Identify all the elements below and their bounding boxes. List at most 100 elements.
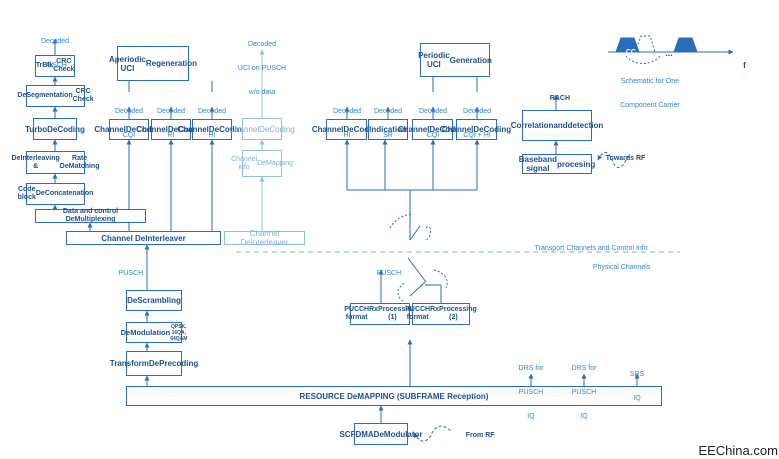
periodic-decoded-hi-label: Decoded HI	[333, 92, 361, 156]
label-line: CQI + HI	[463, 132, 491, 139]
aperiodic-channel-decoding-hi-box: Channel DeCoding	[177, 119, 247, 140]
label-line: Decoded	[462, 108, 492, 115]
label-line: CQI	[426, 132, 440, 139]
label-line: IQ	[633, 395, 641, 402]
box-line: DeCoding	[473, 125, 512, 134]
label-line: Physical Channels	[592, 264, 651, 271]
box-line: Channel	[177, 125, 209, 134]
transport-channels-label: Transport Channels and Control Info	[527, 237, 648, 261]
box-line: Channel DeInterleaver	[101, 233, 186, 243]
box-line: Periodic UCI	[418, 51, 450, 69]
aperiodic-decoded-hi-label: Decoded HI	[198, 92, 226, 156]
box-line: Turbo	[25, 124, 48, 134]
scfdma-demodulator-box: SCFDMA DeModulator	[339, 423, 423, 445]
label-line: IQ	[527, 413, 535, 420]
label-line: DRS for	[518, 365, 544, 372]
channel-deinterleaver-faded-box: Channel DeInterleaver	[224, 229, 305, 247]
ellipsis-label: ...	[655, 41, 673, 65]
resource-demapping-box: RESOURCE DeMAPPING (SUBFRAME Reception)	[126, 386, 662, 406]
channel-info-demapping-box: Channel info DeMapping	[231, 150, 293, 177]
label-line: PUSCH	[518, 389, 544, 396]
label-line: Decoded	[332, 108, 362, 115]
box-line: RESOURCE DeMAPPING (SUBFRAME Reception)	[299, 391, 489, 401]
periodic-decoded-cqi-hi-label: Decoded CQI + HI	[463, 92, 491, 156]
drs-right-label: DRS for PUSCH IQ	[572, 349, 597, 437]
box-line: DeCoding	[47, 124, 85, 134]
label-line: IQ	[580, 413, 588, 420]
label-line: CQI	[122, 132, 136, 139]
label-line: Decoded	[373, 108, 403, 115]
data-control-demultiplexing-box: Data and control DeMultiplexing	[35, 208, 146, 223]
label-line: Decoded	[114, 108, 144, 115]
trblk-crc-check-box: TrBlk CRC Check	[35, 55, 75, 77]
box-line: DeCoding	[343, 125, 382, 134]
box-line: Channel	[441, 125, 474, 134]
box-line: DeCoding	[167, 125, 206, 134]
physical-channels-label: Physical Channels	[585, 256, 651, 280]
pusch-left-label: PUSCH	[111, 262, 144, 286]
label-line: PUSCH	[571, 389, 597, 396]
label-line: DRS for	[571, 365, 597, 372]
box-line: CRC Check	[53, 58, 75, 73]
box-line: Channel	[94, 125, 126, 134]
aperiodic-uci-regeneration-box: Aperiodic UCI Regeneration	[109, 46, 197, 81]
aperiodic-channel-decoding-cqi-box: Channel DeCoding	[94, 119, 164, 140]
label-line: EEChina.com	[698, 443, 778, 458]
box-line: RxProcessing (1)	[369, 306, 416, 321]
decoded-uci-on-pusch-label: Decoded UCI on PUSCH w/o data	[238, 25, 286, 113]
label-line: ULSCH	[43, 62, 67, 69]
transform-deprecoding-box: Transform DePrecoding	[110, 351, 198, 376]
box-line: TrBlk	[35, 62, 54, 69]
box-line: Code block	[17, 186, 36, 201]
box-line: QPSK, 16QA, 64QAM	[170, 323, 188, 342]
label-line: RACH	[549, 95, 571, 102]
drs-left-label: DRS for PUSCH IQ	[519, 349, 544, 437]
box-line: Rate DeMatching	[59, 154, 100, 170]
box-line: Regeneration	[145, 59, 198, 68]
box-line: Data and control DeMultiplexing	[62, 208, 119, 223]
code-block-deconcatenation-box: Code block DeConcatenation	[18, 183, 93, 205]
label-line: Schematic for One	[621, 78, 679, 85]
box-line: DeModulator	[373, 429, 423, 439]
schematic-label: Schematic for One Component Carrier	[620, 62, 680, 126]
deinterleaving-rate-dematching-box: DeInterleaving & Rate DeMatching	[12, 151, 99, 174]
label-line: Decoded	[418, 108, 448, 115]
label-line: ...	[665, 48, 673, 58]
label-line: From RF	[465, 432, 495, 439]
box-line: CRC Check	[72, 88, 94, 103]
box-line: PUCCH format	[405, 306, 431, 321]
label-line: PUSCH	[376, 270, 402, 277]
turbo-decoding-box: Turbo DeCoding	[25, 118, 85, 140]
box-line: RxProcessing (2)	[430, 306, 477, 321]
eechina-watermark: EEChina.com	[684, 439, 778, 459]
box-line: Transform	[109, 359, 149, 368]
box-line: procesing	[557, 159, 596, 169]
periodic-decoded-cqi-label: Decoded CQI	[419, 92, 447, 156]
pucch-format-2-box: PUCCH format RxProcessing (2)	[405, 303, 477, 325]
label-line: Decoded	[247, 41, 277, 48]
periodic-channel-decoding-hi-box: Channel DeCoding	[312, 119, 381, 140]
label-line: HI	[208, 132, 216, 139]
box-line: Channel DeInterleaver	[240, 229, 289, 247]
label-line: RI	[167, 132, 175, 139]
cc-label: CC	[618, 41, 636, 65]
box-line: DeScrambling	[127, 296, 181, 305]
label-line: Component Carrier	[620, 102, 680, 109]
periodic-decoded-sr-label: Decoded SR	[374, 92, 402, 156]
box-line: Generation	[449, 55, 492, 65]
indication-box: Indication	[368, 119, 408, 140]
box-line: DeCoding	[429, 125, 468, 134]
box-line: DeMapping	[257, 159, 293, 167]
desegmentation-crc-check-box: DeSegmentation CRC Check	[17, 85, 94, 107]
aperiodic-channel-decoding-ri-box: Channel DeCoding	[136, 119, 206, 140]
aperiodic-decoded-cqi-label: Decoded CQI	[115, 92, 143, 156]
box-line: DeModulation	[120, 328, 171, 337]
label-line: SR	[383, 132, 393, 139]
box-line: Channel	[136, 125, 168, 134]
box-line: DePrecoding	[148, 359, 199, 368]
box-line: DeSegmentation	[17, 92, 73, 99]
frequency-axis-label: f	[734, 54, 746, 78]
label-line: Towards RF	[605, 155, 646, 162]
box-line: Aperiodic UCI	[108, 54, 146, 73]
